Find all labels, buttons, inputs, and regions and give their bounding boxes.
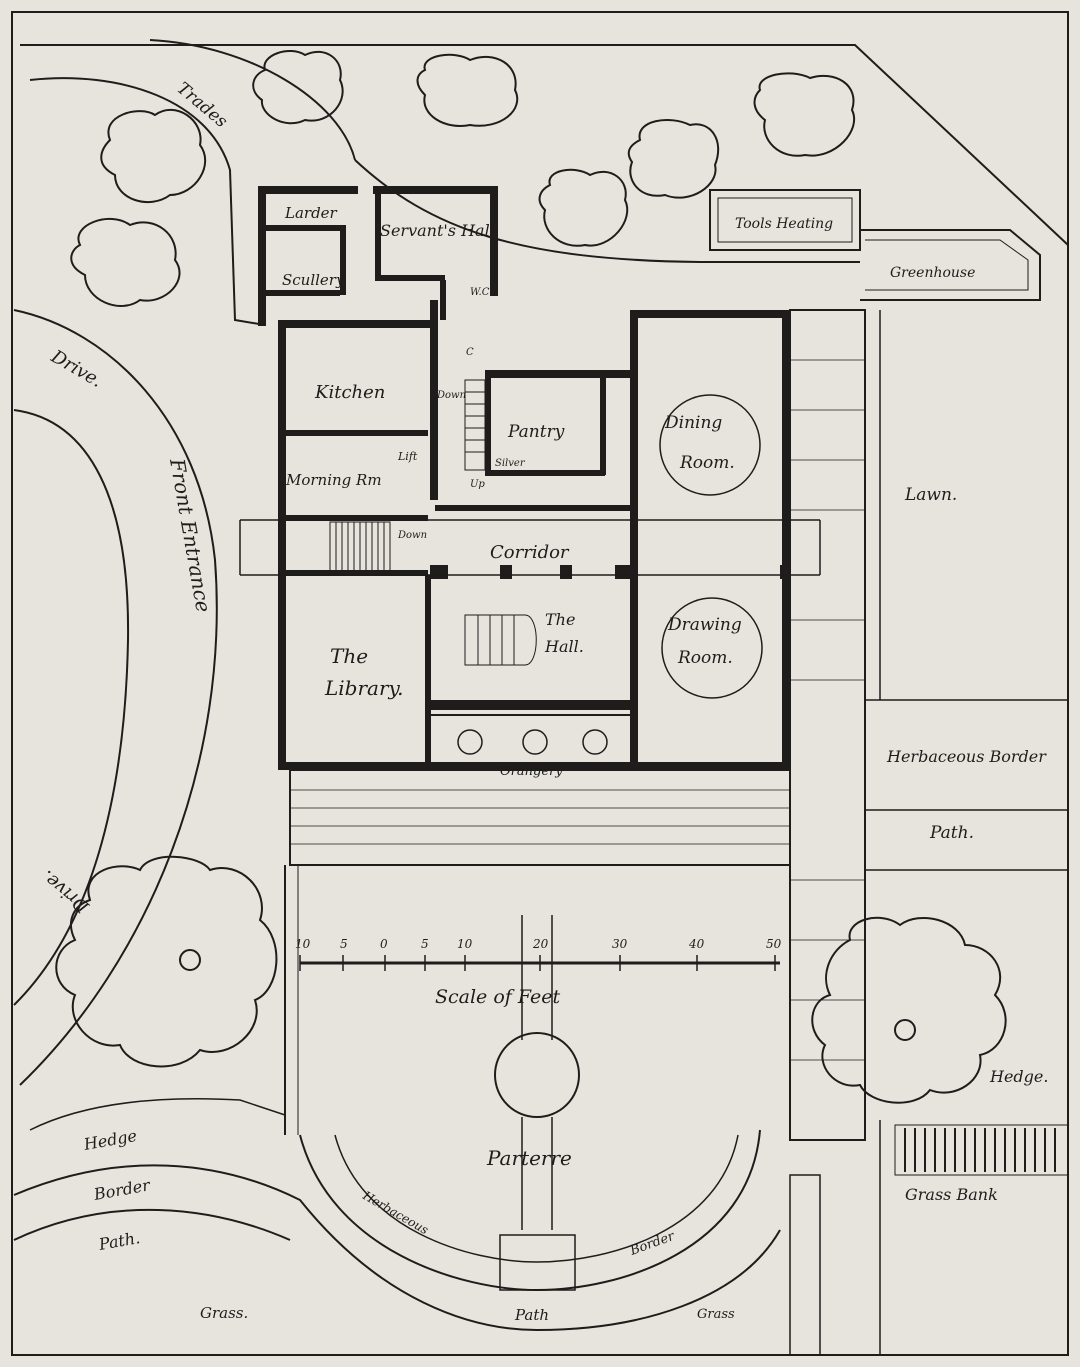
stairs — [329, 379, 537, 666]
dining-table — [659, 394, 761, 496]
scale-tick-label: 40 — [688, 937, 705, 951]
label-hedge-right: Hedge. — [989, 1067, 1048, 1086]
label-parterre: Parterre — [486, 1146, 572, 1170]
garden-path-north — [354, 159, 860, 263]
orangery-outline — [429, 714, 636, 771]
scale-tick-label: 5 — [340, 937, 348, 951]
label-down-2: Down — [397, 530, 427, 541]
label-scale-caption: Scale of Feet — [435, 986, 560, 1008]
label-herbaceous-border-right: Herbaceous Border — [886, 747, 1047, 766]
scale-tick-label: 0 — [380, 937, 388, 951]
label-border-curve: Border — [627, 1229, 677, 1259]
label-lawn: Lawn. — [904, 485, 957, 505]
label-path-left: Path. — [96, 1228, 141, 1254]
orangery-pot — [522, 729, 548, 755]
paving-lines — [290, 789, 790, 845]
tree-center — [179, 949, 201, 971]
page-frame — [11, 11, 1069, 1356]
orangery-pot — [457, 729, 483, 755]
label-corridor: Corridor — [490, 542, 570, 563]
grass-bank-lines — [904, 1128, 1056, 1172]
parterre-curve-inner — [334, 1134, 739, 1263]
label-tools-heating: Tools Heating — [735, 216, 833, 232]
scale-tick-label: 50 — [766, 937, 782, 951]
label-larder: Larder — [284, 204, 338, 222]
greenhouse-inner — [865, 239, 1029, 291]
hedge-left — [29, 1098, 286, 1131]
tools-heating-building — [709, 189, 861, 251]
greenhouse-outline — [860, 229, 1041, 301]
label-drawing-2: Room. — [677, 648, 733, 668]
label-border-left: Border — [91, 1175, 152, 1204]
label-kitchen: Kitchen — [314, 382, 385, 403]
label-lift: Lift — [397, 450, 418, 463]
orangery-pot — [582, 729, 608, 755]
north-boundary — [20, 44, 1069, 246]
outer-path — [13, 1164, 781, 1332]
label-path-right: Path. — [929, 823, 974, 843]
label-the-hall-2: Hall. — [544, 637, 584, 656]
label-grass-left: Grass. — [200, 1304, 248, 1322]
drawing-rug — [661, 597, 763, 699]
label-drawing-1: Drawing — [667, 615, 742, 635]
label-up: Up — [470, 479, 485, 490]
label-scullery: Scullery — [282, 271, 345, 289]
tools-heating-inner — [717, 197, 853, 243]
parterre-circle — [494, 1032, 580, 1118]
label-orangery: Orangery — [500, 764, 563, 779]
scale-tick-label: 5 — [421, 937, 429, 951]
label-down-1: Down — [436, 390, 466, 401]
east-path-paving — [789, 309, 866, 1141]
paving-lines — [790, 359, 865, 1061]
label-front-entrance: Front Entrance — [165, 456, 216, 614]
east-steps — [789, 1174, 821, 1356]
label-library-2: Library. — [324, 676, 404, 700]
tree — [55, 50, 1007, 1104]
outer-path-inner — [13, 1208, 291, 1241]
label-grass-right: Grass — [697, 1307, 735, 1322]
terrace — [289, 769, 791, 866]
house-walls — [258, 186, 790, 770]
label-wc: W.C — [470, 287, 490, 298]
tree-center — [894, 1019, 916, 1041]
label-silver: Silver — [495, 458, 526, 469]
label-servants-hall: Servant's Hall — [380, 221, 495, 240]
scale-tick-label: 10 — [457, 937, 473, 951]
grass-bank-hatch — [894, 1124, 1069, 1176]
label-library-1: The — [330, 644, 368, 668]
label-pantry: Pantry — [507, 422, 565, 442]
scale-ticks — [299, 955, 776, 971]
label-dining-2: Room. — [679, 453, 735, 473]
drive-outer-edge — [13, 309, 218, 1086]
scale-tick-label: 30 — [612, 937, 628, 951]
label-herbaceous-curve: Herbaceous — [360, 1188, 431, 1237]
trades-path — [29, 77, 266, 326]
scale-tick-label: 20 — [532, 937, 549, 951]
south-steps — [499, 1234, 576, 1291]
label-the-hall-1: The — [545, 610, 575, 629]
drive-inner-edge — [13, 409, 130, 1006]
label-drive-top: Drive. — [47, 346, 106, 392]
label-greenhouse: Greenhouse — [890, 265, 975, 281]
label-path-bottom: Path — [514, 1306, 549, 1324]
label-dining-1: Dining — [664, 413, 722, 433]
label-grass-bank: Grass Bank — [905, 1185, 998, 1204]
label-morning-rm: Morning Rm — [285, 471, 382, 489]
scale-tick-label: 10 — [295, 937, 311, 951]
label-hedge-left: Hedge — [81, 1126, 138, 1154]
label-c: C — [466, 347, 474, 358]
